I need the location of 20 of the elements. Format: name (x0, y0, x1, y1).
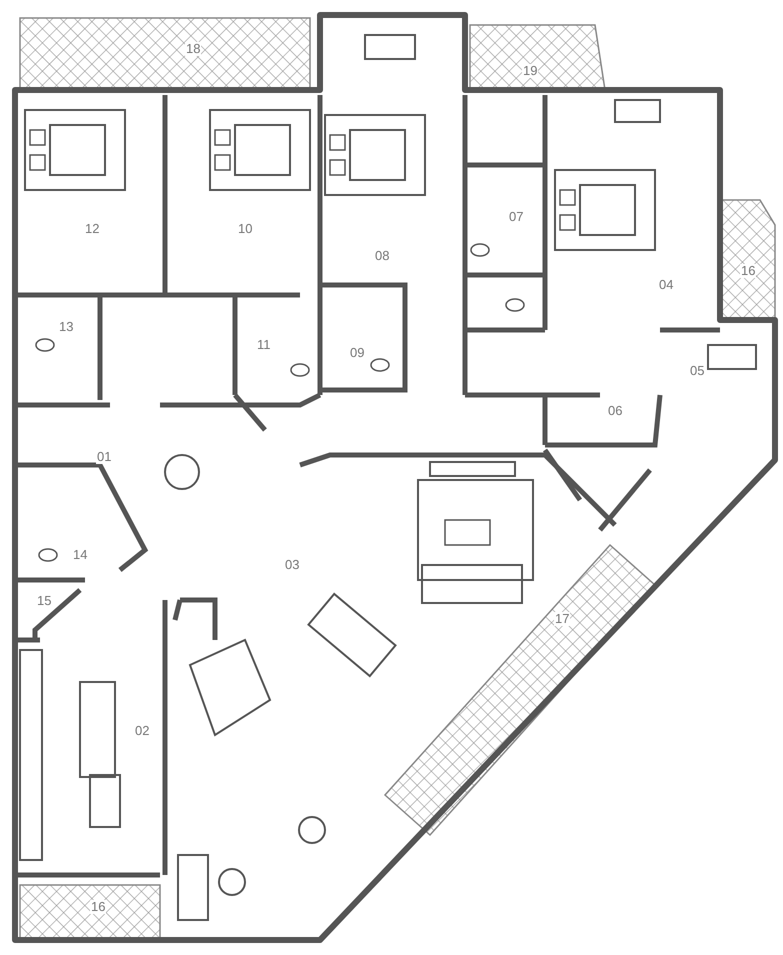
room-number: 13 (58, 320, 74, 334)
room-number: 07 (508, 210, 524, 224)
room-number: 18 (185, 42, 202, 56)
room-number: 10 (237, 222, 254, 236)
room-number: 01 (96, 450, 112, 464)
room-number: 06 (607, 404, 624, 418)
room-number: 03 (284, 558, 300, 572)
room-number: 14 (72, 548, 88, 562)
room-number: 15 (36, 594, 52, 608)
room-number: 11 (256, 338, 272, 352)
room-number: 02 (134, 724, 150, 738)
room-number: 16 (740, 264, 756, 278)
room-number: 09 (349, 346, 366, 360)
room-number: 05 (689, 364, 706, 378)
room-number: 16 (90, 900, 106, 914)
room-number: 19 (522, 64, 538, 78)
room-number: 12 (84, 222, 100, 236)
room-number: 04 (658, 278, 674, 292)
room-number: 08 (374, 249, 390, 263)
room-number: 17 (554, 612, 570, 626)
